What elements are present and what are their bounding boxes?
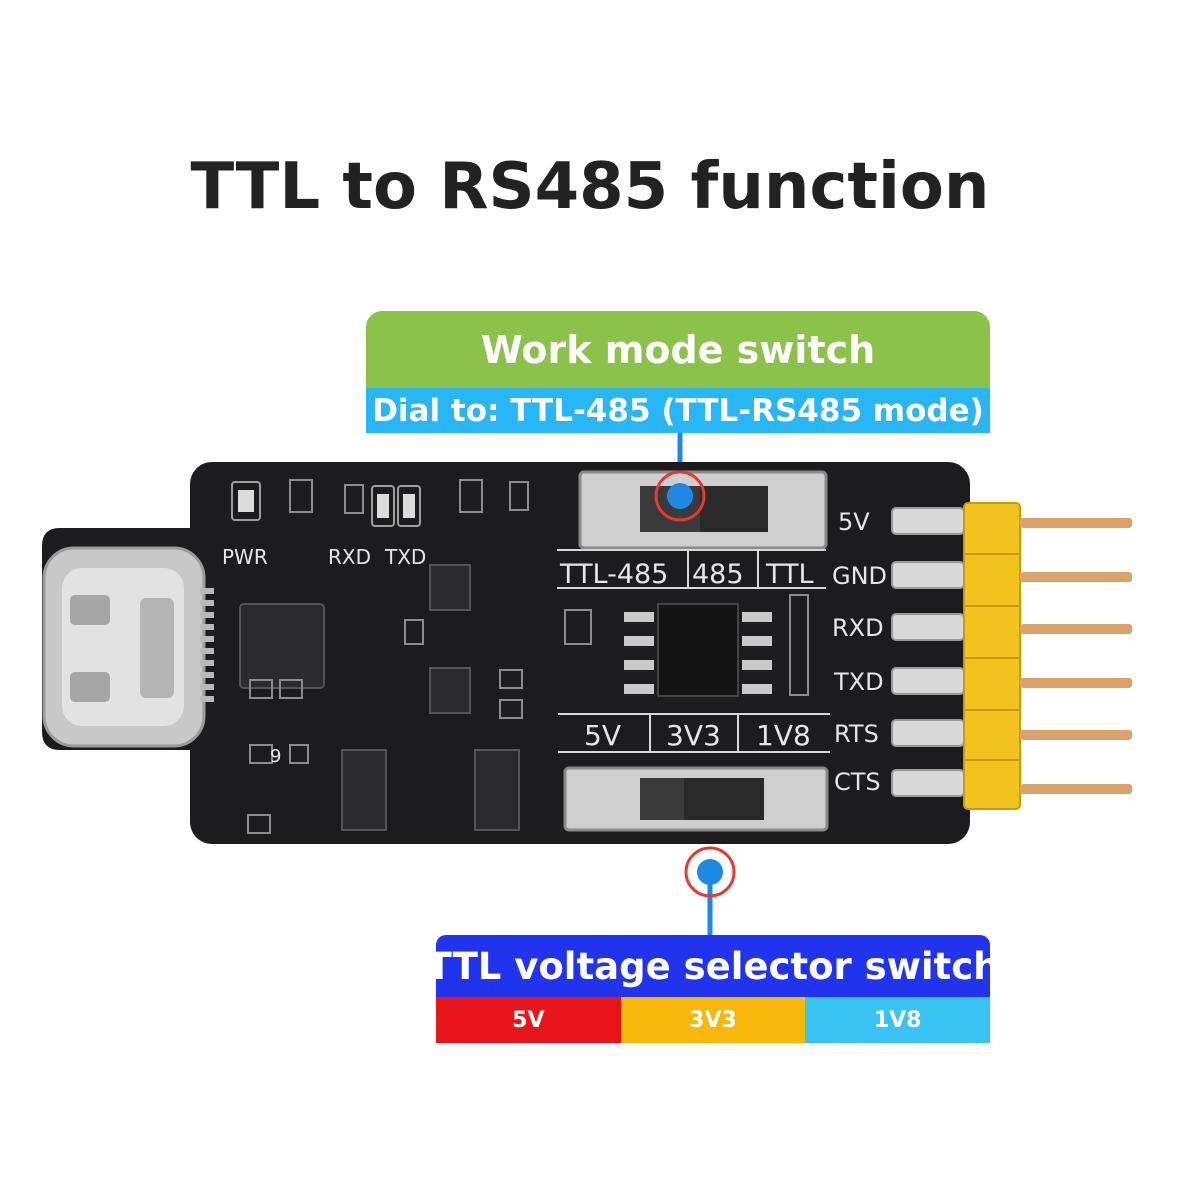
work-mode-marker-icon	[654, 470, 706, 522]
voltage-label-frame	[558, 713, 830, 753]
ic-small-1-icon	[429, 564, 471, 611]
voltage-marker-icon	[684, 846, 736, 898]
led-label-pwr: PWR	[222, 545, 268, 569]
pin-label-txd: TXD	[833, 668, 884, 696]
led-label-rxd: RXD	[328, 545, 371, 569]
voltage-pos-5v: 5V	[584, 719, 621, 752]
work-mode-callout: Work mode switch	[366, 311, 990, 433]
usb-pads	[200, 588, 214, 702]
pin-label-rts: RTS	[834, 720, 879, 748]
pin-labels: 5V GND RXD TXD RTS CTS	[832, 508, 887, 796]
work-mode-heading: Work mode switch	[366, 311, 990, 389]
mosfet-2-icon	[474, 749, 520, 831]
pin-label-5v: 5V	[838, 508, 870, 536]
voltage-slide-switch-icon	[563, 766, 829, 832]
pin-label-cts: CTS	[834, 768, 881, 796]
voltage-pos-1v8: 1V8	[756, 719, 811, 752]
usb-bridge-chip-icon	[239, 603, 325, 689]
voltage-option-1v8: 1V8	[805, 997, 991, 1043]
work-mode-pos-ttl485: TTL-485	[559, 559, 668, 590]
pin-label-rxd: RXD	[832, 614, 884, 642]
voltage-option-5v: 5V	[436, 997, 621, 1043]
page-title: TTL to RS485 function	[190, 150, 990, 224]
voltage-pos-3v3: 3V3	[666, 719, 721, 752]
voltage-option-3v3: 3V3	[620, 997, 806, 1043]
rs485-transceiver-chip-icon	[657, 603, 739, 697]
voltage-selector-heading: TTL voltage selector switch	[426, 935, 1000, 997]
work-mode-slide-switch-icon	[578, 470, 828, 550]
pcb	[190, 462, 970, 844]
led-pwr-icon	[231, 481, 261, 521]
usb-c-connector-icon	[42, 546, 206, 748]
work-mode-label-frame	[557, 549, 826, 589]
work-mode-pos-ttl: TTL	[765, 559, 814, 590]
work-mode-pos-485: 485	[692, 559, 744, 590]
led-txd-icon	[397, 485, 421, 527]
led-label-txd: TXD	[384, 545, 426, 569]
led-rxd-icon	[371, 485, 395, 527]
pin-header-icon	[963, 502, 1132, 810]
voltage-options: 5V 3V3 1V8	[436, 997, 991, 1043]
work-mode-instruction: Dial to: TTL-485 (TTL-RS485 mode)	[366, 388, 990, 433]
silk-number: 9	[270, 746, 281, 767]
passive-components	[247, 479, 809, 834]
pin-label-gnd: GND	[832, 562, 887, 590]
mosfet-1-icon	[341, 749, 387, 831]
ic-small-2-icon	[429, 667, 471, 714]
transceiver-pins	[624, 612, 772, 694]
